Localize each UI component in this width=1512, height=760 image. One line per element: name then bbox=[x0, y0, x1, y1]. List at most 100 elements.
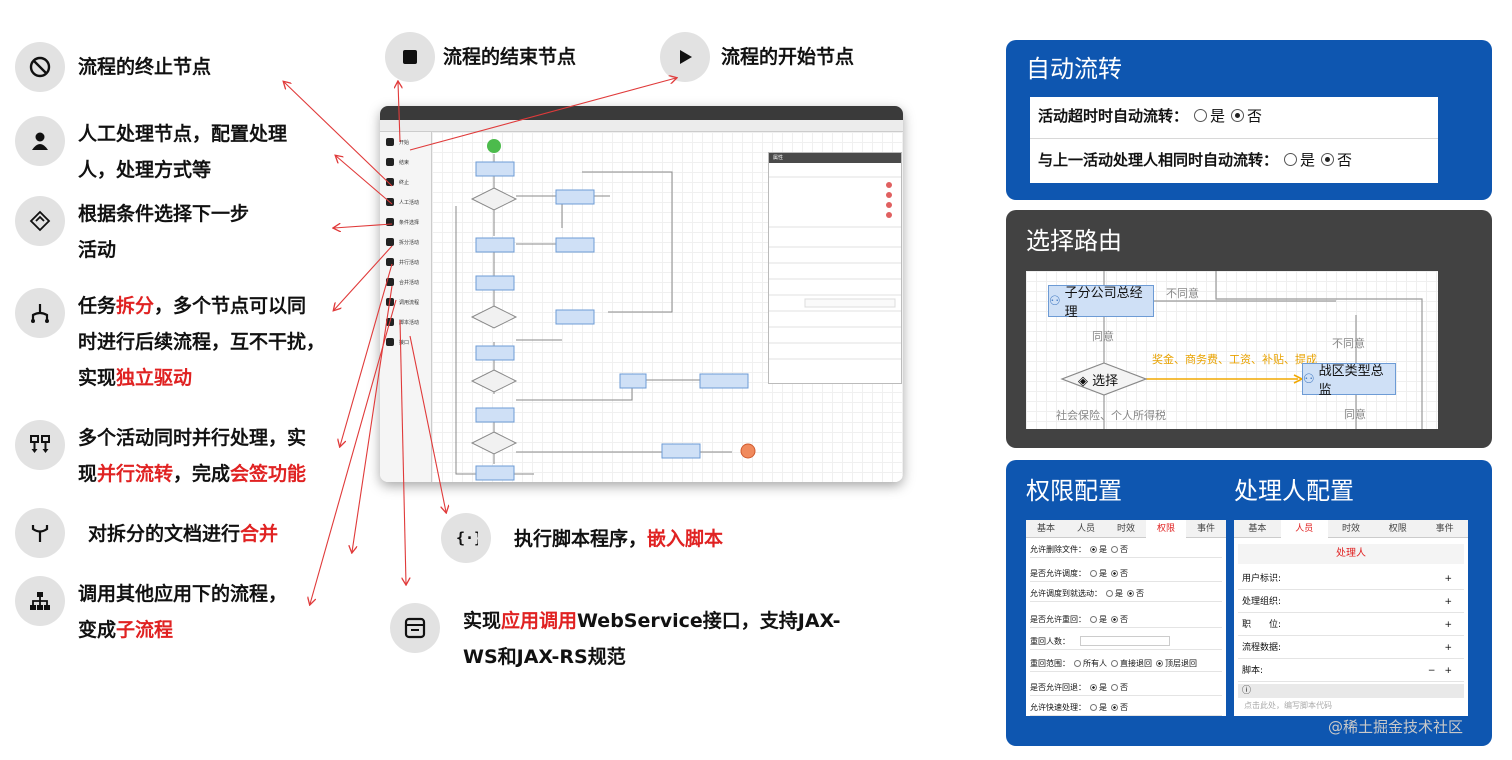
parallel-icon bbox=[15, 420, 65, 470]
permission-row-label: 允许快速处理： bbox=[1030, 703, 1086, 712]
routing-label-bottom: 社会保险、个人所得税 bbox=[1056, 409, 1166, 422]
permission-row: 允许快速处理：是否 bbox=[1030, 700, 1222, 716]
mock-sidebar-item-label: 拆分活动 bbox=[399, 239, 420, 246]
feature-item-4-line-2: 时进行后续流程，互不干扰， bbox=[78, 324, 325, 360]
prohibition-icon bbox=[15, 42, 65, 92]
timeout-yes-label: 是 bbox=[1210, 107, 1226, 125]
tab-1[interactable]: 人员 bbox=[1076, 524, 1095, 534]
tab-0[interactable]: 基本 bbox=[1248, 524, 1267, 534]
mock-sidebar-item[interactable]: 接口 bbox=[380, 332, 431, 352]
permission-row: 重回人数： bbox=[1030, 634, 1222, 650]
permission-option-radio[interactable] bbox=[1090, 704, 1097, 711]
mock-sidebar-item[interactable]: 脚本活动 bbox=[380, 312, 431, 332]
mock-properties-title: 属性 bbox=[769, 153, 901, 163]
permission-option-radio[interactable] bbox=[1090, 570, 1097, 577]
routing-title: 选择路由 bbox=[1026, 227, 1122, 255]
same-handler-yes-radio[interactable] bbox=[1284, 153, 1298, 166]
permission-option-radio[interactable] bbox=[1111, 704, 1118, 711]
tab-2[interactable]: 时效 bbox=[1116, 524, 1135, 534]
mock-sidebar-item[interactable]: 并行活动 bbox=[380, 252, 431, 272]
permission-option-radio[interactable] bbox=[1090, 616, 1097, 623]
tab-3[interactable]: 权限 bbox=[1388, 524, 1407, 534]
permission-option-radio[interactable] bbox=[1127, 590, 1134, 597]
add-icon[interactable]: + bbox=[1444, 574, 1452, 584]
permission-option-radio[interactable] bbox=[1111, 616, 1118, 623]
permission-option-radio[interactable] bbox=[1111, 660, 1118, 667]
mock-sidebar-item[interactable]: 拆分活动 bbox=[380, 232, 431, 252]
permission-row-input[interactable] bbox=[1080, 636, 1170, 646]
mock-sidebar-item-label: 条件选择 bbox=[399, 219, 420, 226]
mock-sidebar-item[interactable]: 结束 bbox=[380, 152, 431, 172]
timeout-no-radio[interactable] bbox=[1231, 109, 1245, 122]
feature-webservice-line1: 实现应用调用WebService接口，支持JAX- bbox=[463, 603, 841, 639]
subprocess-icon bbox=[15, 576, 65, 626]
tab-2[interactable]: 时效 bbox=[1341, 524, 1360, 534]
feature-item-5-line-2: 现并行流转，完成会签功能 bbox=[78, 456, 306, 492]
timeout-no-label: 否 bbox=[1247, 107, 1263, 125]
permission-option-label: 是 bbox=[1099, 615, 1107, 624]
mock-sidebar-item[interactable]: 开始 bbox=[380, 132, 431, 152]
permission-row-label: 是否允许回退： bbox=[1030, 683, 1086, 692]
add-icon[interactable]: + bbox=[1444, 620, 1452, 630]
permission-option-radio[interactable] bbox=[1090, 546, 1097, 553]
tab-4[interactable]: 事件 bbox=[1435, 524, 1454, 534]
mock-sidebar-item[interactable]: 终止 bbox=[380, 172, 431, 192]
permission-option-radio[interactable] bbox=[1111, 684, 1118, 691]
permission-option-label: 直接退回 bbox=[1120, 659, 1152, 668]
permission-option-radio[interactable] bbox=[1111, 546, 1118, 553]
permission-option-radio[interactable] bbox=[1156, 660, 1163, 667]
feature-text-part: 人工处理节点，配置处理 bbox=[78, 123, 288, 145]
handler-header: 处理人 bbox=[1238, 544, 1464, 564]
feature-text-part: 任务 bbox=[78, 295, 117, 317]
feature-text-part: 变成 bbox=[78, 619, 117, 641]
permission-option-label: 所有人 bbox=[1083, 659, 1107, 668]
permission-option-radio[interactable] bbox=[1090, 684, 1097, 691]
mock-sidebar-item[interactable]: 合并活动 bbox=[380, 272, 431, 292]
node-type-icon bbox=[386, 198, 394, 206]
permission-option-label: 是 bbox=[1115, 589, 1123, 598]
feature-text-part: 实现 bbox=[78, 367, 117, 389]
add-icon[interactable]: + bbox=[1444, 597, 1452, 607]
permission-option-radio[interactable] bbox=[1106, 590, 1113, 597]
same-handler-no-radio[interactable] bbox=[1321, 153, 1335, 166]
permission-row: 是否允许回退：是否 bbox=[1030, 680, 1222, 696]
mock-sidebar-item[interactable]: 调用流程 bbox=[380, 292, 431, 312]
routing-conditions-label: 奖金、商务费、工资、补贴、提成 bbox=[1152, 353, 1317, 366]
mock-sidebar-item[interactable]: 人工活动 bbox=[380, 192, 431, 212]
tab-1[interactable]: 人员 bbox=[1280, 520, 1328, 538]
node-type-icon bbox=[386, 298, 394, 306]
permission-option-label: 否 bbox=[1120, 545, 1128, 554]
permission-row: 是否允许重回：是否 bbox=[1030, 612, 1222, 628]
timeout-yes-radio[interactable] bbox=[1194, 109, 1208, 122]
routing-node-subsidiary-gm-label: 子分公司总经理 bbox=[1064, 286, 1143, 320]
code-braces-icon: {·} bbox=[441, 513, 491, 563]
add-icon[interactable]: + bbox=[1444, 643, 1452, 653]
permission-title: 权限配置 bbox=[1026, 477, 1122, 505]
feature-end-node-text: 流程的结束节点 bbox=[443, 46, 577, 68]
play-icon bbox=[660, 32, 710, 82]
auto-flow-row-timeout: 活动超时时自动流转：是否 bbox=[1038, 105, 1262, 126]
mock-sidebar-item[interactable]: 条件选择 bbox=[380, 212, 431, 232]
handler-row: 职 位:+ bbox=[1238, 614, 1464, 636]
feature-item-2-line-1: 人工处理节点，配置处理 bbox=[78, 116, 287, 152]
permission-option-radio[interactable] bbox=[1074, 660, 1081, 667]
mock-sidebar-item-label: 脚本活动 bbox=[399, 319, 420, 326]
handler-row-label: 处理组织: bbox=[1242, 597, 1282, 607]
feature-text-part: 调用其他应用下的流程， bbox=[78, 583, 288, 605]
tab-3[interactable]: 权限 bbox=[1146, 520, 1186, 538]
add-icon[interactable]: − + bbox=[1427, 666, 1452, 676]
permission-option-label: 顶层退回 bbox=[1165, 659, 1197, 668]
permission-option-label: 是 bbox=[1099, 569, 1107, 578]
tab-4[interactable]: 事件 bbox=[1196, 524, 1215, 534]
feature-text-part: 独立驱动 bbox=[116, 367, 193, 389]
feature-text-part: 活动 bbox=[78, 239, 117, 261]
feature-text-part: 时进行后续流程，互不干扰， bbox=[78, 331, 326, 353]
permission-option-radio[interactable] bbox=[1111, 570, 1118, 577]
feature-item-6-line-1: 对拆分的文档进行合并 bbox=[88, 516, 278, 552]
handler-title: 处理人配置 bbox=[1234, 477, 1354, 505]
feature-text-part: 现 bbox=[78, 463, 98, 485]
script-editor-hint[interactable]: 点击此处，编写脚本代码 bbox=[1244, 701, 1332, 710]
routing-node-region-director-label: 战区类型总监 bbox=[1318, 364, 1384, 398]
person-icon bbox=[15, 116, 65, 166]
tab-0[interactable]: 基本 bbox=[1036, 524, 1055, 534]
